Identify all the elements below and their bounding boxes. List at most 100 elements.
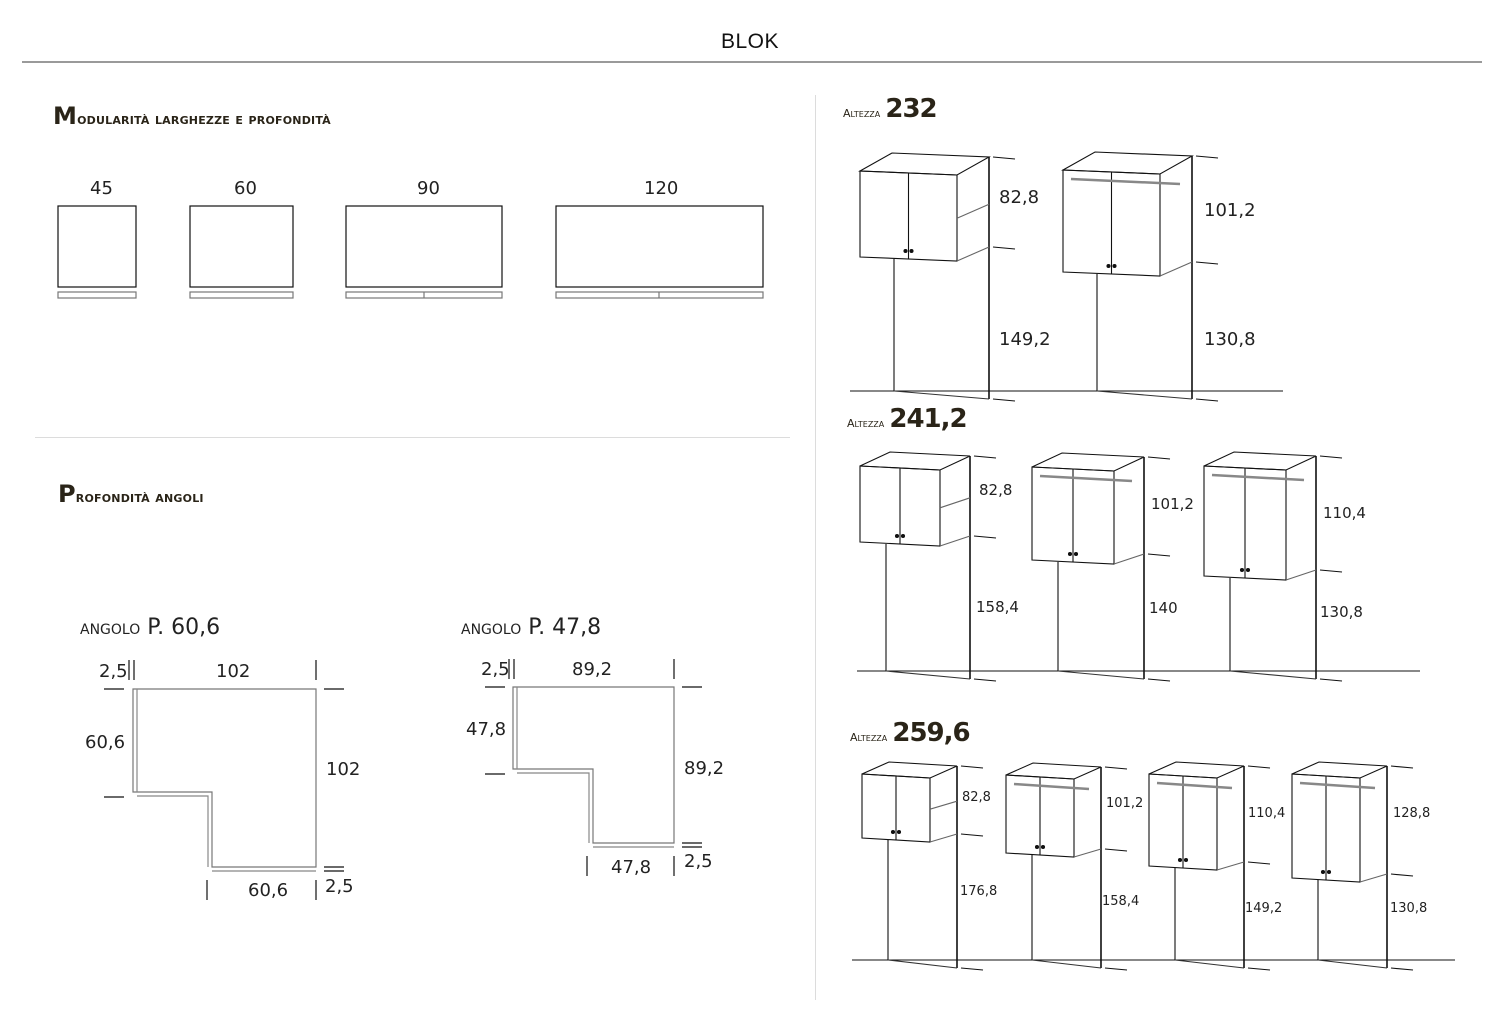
dim-left: 60,6 (85, 732, 126, 753)
cabinet-top (1291, 761, 1388, 779)
height-word: Altezza (847, 417, 885, 430)
height-elevations (850, 151, 1455, 971)
dim-tick (1390, 873, 1414, 877)
dim-tick (1195, 261, 1219, 265)
dim-lower: 130,8 (1390, 901, 1428, 916)
dim-tick (1147, 456, 1171, 460)
dim-bottom: 47,8 (611, 857, 652, 878)
cabinet-top (1005, 762, 1102, 780)
dim-tick (1104, 766, 1128, 770)
document-title: BLOK (720, 30, 780, 53)
width-label: 120 (644, 178, 679, 199)
height-word: Altezza (843, 107, 881, 120)
dim-lower: 158,4 (1102, 894, 1140, 909)
support-base (1317, 959, 1388, 969)
dim-tick (973, 455, 997, 459)
open-shelf (1159, 261, 1193, 277)
dim-tick (973, 678, 997, 682)
dim-bottom: 60,6 (248, 880, 289, 901)
cabinet-unit (858, 152, 1016, 402)
corner-name: P. 47,8 (528, 615, 602, 640)
hanging-rod-icon (1299, 781, 1376, 790)
height-row (857, 451, 1420, 682)
door-knob-icon (1239, 567, 1245, 573)
dim-tick (960, 765, 984, 769)
support-base (1031, 959, 1102, 969)
module-45 (57, 205, 137, 299)
height-title: Altezza 232 (843, 94, 938, 124)
dim-tick (1247, 765, 1271, 769)
height-value: 232 (885, 94, 937, 124)
dim-lower: 176,8 (960, 884, 998, 899)
hanging-rod-icon (1039, 474, 1133, 483)
support-base (1096, 390, 1193, 400)
dim-top: 102 (216, 661, 251, 682)
dim-lower: 158,4 (976, 598, 1019, 616)
module-90 (345, 205, 503, 299)
dim-tick (1319, 678, 1343, 682)
cabinet-unit (1291, 761, 1414, 971)
support-base (887, 959, 958, 969)
dim-tick (992, 156, 1016, 160)
height-title: Altezza 259,6 (850, 718, 971, 748)
open-shelf (1216, 861, 1245, 871)
module-60 (189, 205, 294, 299)
dim-thickness: 2,5 (684, 851, 713, 872)
open-shelf (1285, 569, 1317, 581)
dim-tick (973, 535, 997, 539)
support-base (885, 670, 971, 680)
dim-tick (1147, 553, 1171, 557)
column-divider (815, 95, 816, 1000)
cabinet-top (1148, 761, 1245, 779)
door-knob-icon (896, 829, 902, 835)
section-title-corners: Profondità angoli (58, 480, 204, 508)
door-knob-icon (1183, 857, 1189, 863)
dim-tick (992, 398, 1016, 402)
hanging-rod-icon (1013, 782, 1090, 791)
dim-lower: 130,8 (1320, 603, 1363, 621)
header-divider (22, 61, 1482, 63)
dim-upper: 82,8 (979, 481, 1013, 499)
dim-lower: 130,8 (1204, 329, 1256, 350)
cabinet-top (861, 761, 958, 779)
width-modules (57, 205, 764, 299)
dim-thickness: 2,5 (481, 659, 510, 680)
mid-shelf (939, 497, 971, 509)
dim-tick (1147, 678, 1171, 682)
door-knob-icon (1034, 844, 1040, 850)
dim-thickness: 2,5 (99, 661, 128, 682)
open-shelf (956, 246, 990, 262)
dim-tick (1319, 455, 1343, 459)
dim-tick (1390, 967, 1414, 971)
dim-lower: 149,2 (1245, 901, 1283, 916)
dim-lower: 149,2 (999, 329, 1051, 350)
door-knob-icon (1073, 551, 1079, 557)
door-knob-icon (1245, 567, 1251, 573)
width-label: 60 (234, 178, 257, 199)
height-title: Altezza 241,2 (847, 404, 968, 434)
dim-tick (960, 967, 984, 971)
door-knob-icon (894, 533, 900, 539)
cabinet-unit (1005, 762, 1128, 971)
dim-top: 89,2 (572, 659, 613, 680)
dim-tick (1104, 967, 1128, 971)
height-row (850, 151, 1283, 402)
mid-shelf (929, 800, 958, 810)
door-knob-icon (890, 829, 896, 835)
width-label: 45 (90, 178, 113, 199)
dim-tick (1195, 155, 1219, 159)
height-word: Altezza (850, 731, 888, 744)
corner-word: angolo (80, 615, 141, 639)
title-initial: P (58, 480, 76, 508)
dim-tick (1247, 967, 1271, 971)
corner-title: angolo P. 47,8 (461, 615, 601, 640)
dim-upper: 101,2 (1106, 796, 1144, 811)
corner-plan-47-8 (485, 659, 702, 876)
cabinet-unit (1031, 452, 1171, 682)
corner-name: P. 60,6 (147, 615, 221, 640)
dim-tick (1195, 398, 1219, 402)
support-base (1229, 670, 1317, 680)
dim-right: 102 (326, 759, 361, 780)
height-value: 241,2 (889, 404, 967, 434)
